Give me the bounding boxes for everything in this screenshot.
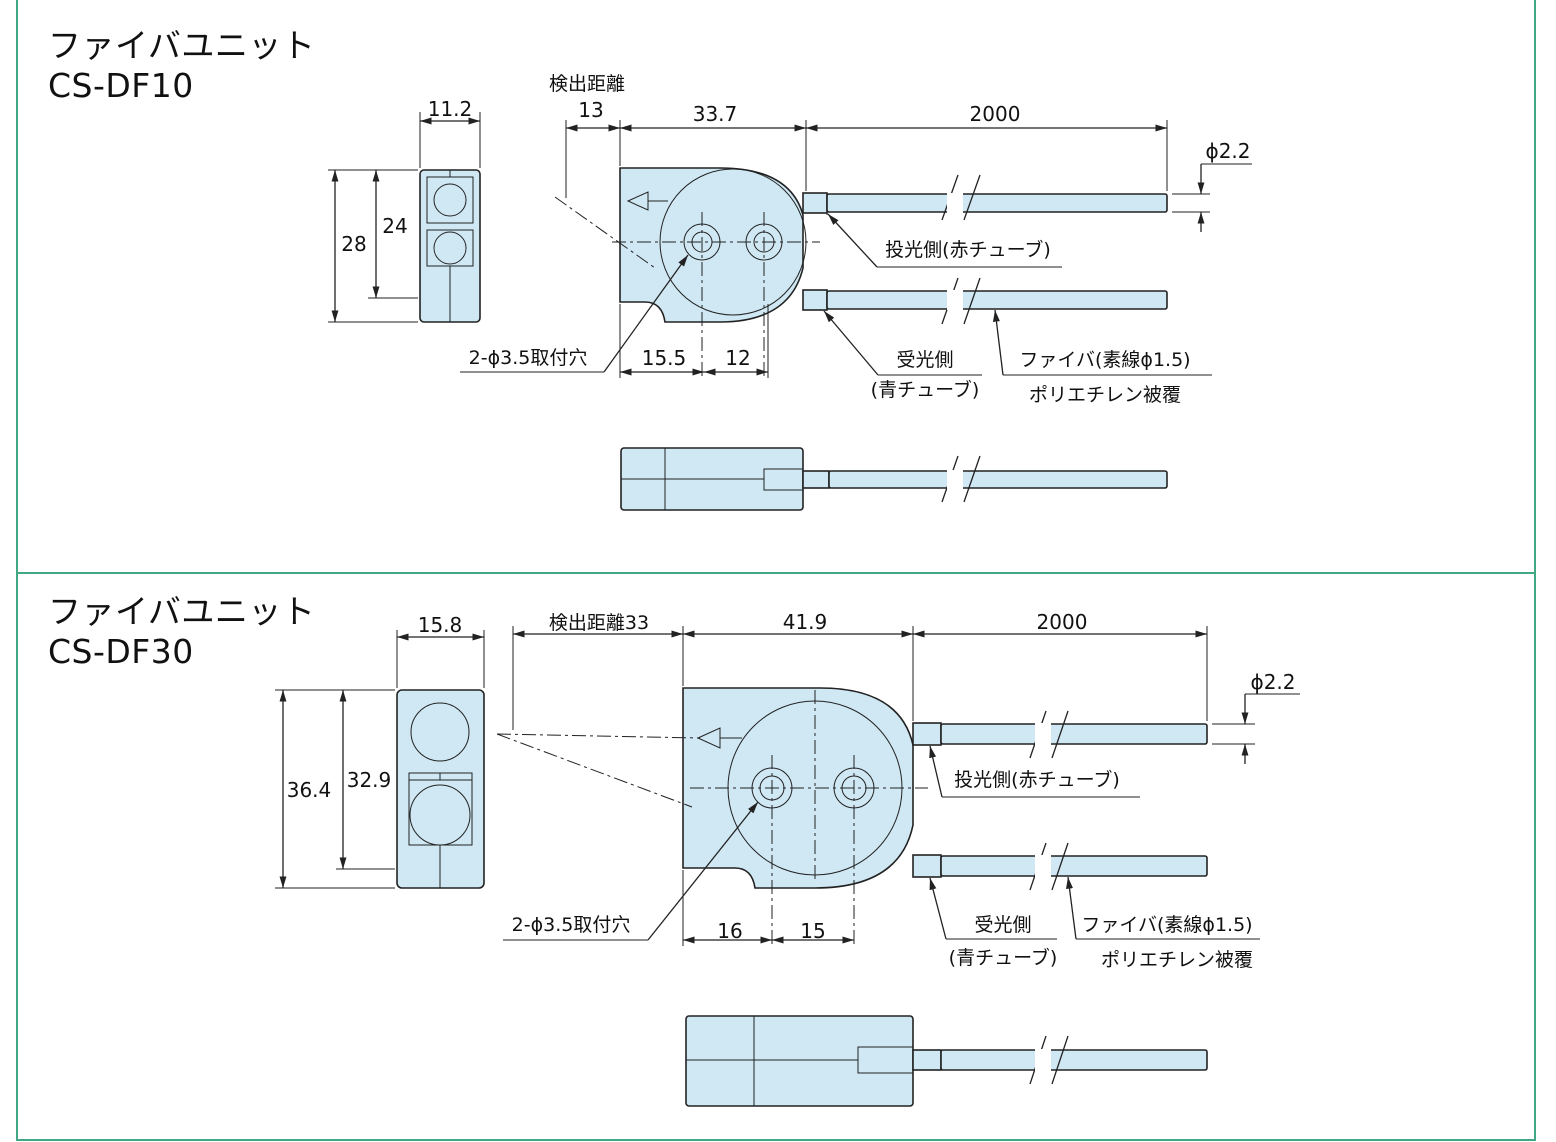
dim-body-length: 33.7 — [693, 102, 738, 126]
dim-width: 15.8 — [418, 613, 463, 637]
panel-title: ファイバユニット CS-DF30 — [48, 592, 315, 672]
detect-label: 検出距離 — [549, 73, 625, 95]
label-fiber-1: ファイバ(素線ϕ1.5) — [1019, 349, 1190, 371]
label-receive-1: 受光側 — [974, 914, 1031, 936]
label-fiber-1: ファイバ(素線ϕ1.5) — [1081, 914, 1252, 936]
title-line1: ファイバユニット — [48, 26, 316, 65]
label-receive-2: (青チューブ) — [871, 378, 980, 401]
title-line2: CS-DF10 — [48, 66, 194, 105]
label-fiber-2: ポリエチレン被覆 — [1029, 384, 1181, 406]
dim-height-inner: 24 — [382, 214, 407, 238]
dim-body-length: 41.9 — [783, 610, 828, 634]
dim-height-inner: 32.9 — [347, 768, 392, 792]
side-view-2: 15.8 36.4 32.9 — [275, 613, 485, 889]
front-view-1: 検出距離 13 33.7 2000 ϕ2.2 15.5 12 2-ϕ3.5取付穴… — [460, 73, 1252, 406]
title-line1: ファイバユニット — [48, 592, 316, 631]
dim-cable-dia: ϕ2.2 — [1206, 139, 1251, 163]
label-emit: 投光側(赤チューブ) — [885, 238, 1051, 261]
panel-cs-df10: ファイバユニット CS-DF10 — [16, 0, 1536, 574]
dim-hole-a: 15.5 — [642, 346, 687, 370]
detect-value: 13 — [578, 98, 603, 122]
label-mount: 2-ϕ3.5取付穴 — [512, 914, 631, 936]
panel-title: ファイバユニット CS-DF10 — [48, 26, 315, 106]
dim-width: 11.2 — [428, 97, 473, 121]
label-receive-1: 受光側 — [896, 349, 953, 371]
label-mount: 2-ϕ3.5取付穴 — [469, 347, 588, 369]
detect-label: 検出距離33 — [549, 612, 649, 634]
dim-hole-a: 16 — [717, 919, 742, 943]
front-view-2: 検出距離33 41.9 2000 ϕ2.2 16 15 2-ϕ3.5取付穴 投光… — [496, 610, 1300, 971]
title-line2: CS-DF30 — [48, 632, 194, 671]
dim-height-outer: 28 — [341, 232, 366, 256]
dim-cable-dia: ϕ2.2 — [1251, 670, 1296, 694]
dim-hole-b: 15 — [800, 919, 825, 943]
side-view-1: 11.2 28 24 — [328, 97, 481, 323]
label-receive-2: (青チューブ) — [949, 946, 1058, 969]
dim-hole-b: 12 — [725, 346, 750, 370]
dim-cable-length: 2000 — [1037, 610, 1088, 634]
label-fiber-2: ポリエチレン被覆 — [1101, 949, 1253, 971]
dim-height-outer: 36.4 — [287, 778, 332, 802]
bottom-view-1 — [620, 447, 1168, 511]
panel-cs-df30: ファイバユニット CS-DF30 — [16, 574, 1536, 1141]
dim-cable-length: 2000 — [970, 102, 1021, 126]
bottom-view-2 — [685, 1015, 1208, 1107]
label-emit: 投光側(赤チューブ) — [954, 768, 1120, 791]
